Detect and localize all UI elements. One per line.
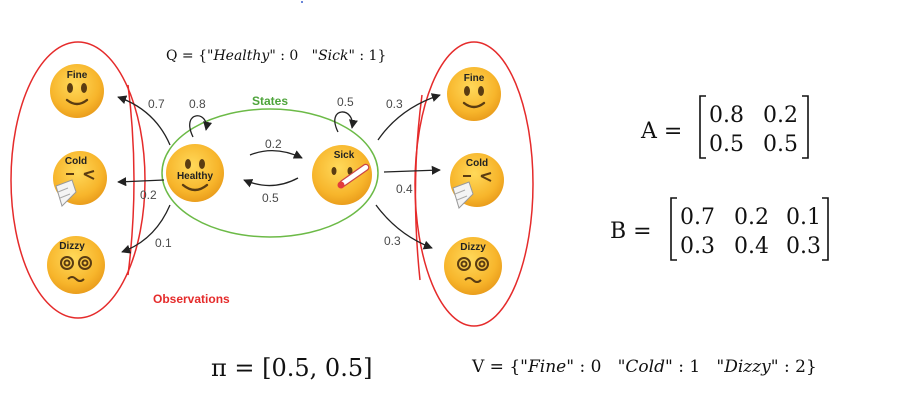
arrow-healthy-self <box>189 115 213 138</box>
dizzy-observation-left: Dizzy <box>47 236 105 294</box>
matrix-b-name: B = <box>610 219 652 244</box>
dizzy-label-right: Dizzy <box>460 242 486 253</box>
pi-equation: π = [0.5, 0.5] <box>211 354 372 382</box>
fine-observation-right: Fine <box>447 67 501 121</box>
cold-observation-right: Cold <box>450 153 504 209</box>
arrow-healthy-fine <box>117 95 171 146</box>
cold-label-right: Cold <box>466 158 488 169</box>
b-r2c3: 0.3 <box>786 234 821 259</box>
arrow-sick-healthy <box>243 177 299 188</box>
b-r1c3: 0.1 <box>786 205 821 230</box>
a-r1c2: 0.2 <box>763 103 798 128</box>
artifact-dot <box>301 1 303 3</box>
observation-divider-right <box>414 94 423 281</box>
arrow-healthy-sick <box>249 150 303 159</box>
prob-healthy-dizzy: 0.1 <box>155 236 172 250</box>
b-r1c1: 0.7 <box>680 205 715 230</box>
states-title: States <box>252 94 288 108</box>
arrow-sick-dizzy <box>375 204 433 250</box>
prob-healthy-fine: 0.7 <box>148 97 165 111</box>
fine-label-left: Fine <box>67 70 88 81</box>
fine-label-right: Fine <box>464 73 485 84</box>
matrix-a: A = 0.8 0.2 0.5 0.5 <box>640 95 809 159</box>
prob-sick-dizzy: 0.3 <box>384 234 401 248</box>
matrix-a-name: A = <box>640 119 682 144</box>
arrow-sick-self <box>334 111 358 133</box>
observations-title: Observations <box>153 292 230 306</box>
fine-observation-left: Fine <box>50 64 104 118</box>
a-r2c2: 0.5 <box>763 132 798 157</box>
arrows <box>117 93 441 254</box>
b-r2c1: 0.3 <box>680 234 715 259</box>
arrow-healthy-cold <box>117 177 165 187</box>
arrow-sick-cold <box>383 165 441 175</box>
prob-healthy-self: 0.8 <box>189 97 206 111</box>
a-r2c1: 0.5 <box>709 132 744 157</box>
v-equation: V = {"Fine" : 0 "Cold" : 1 "Dizzy" : 2} <box>471 357 817 377</box>
cold-observation-left: Cold <box>53 151 107 207</box>
prob-healthy-sick: 0.2 <box>265 137 282 151</box>
sick-state: Sick <box>312 145 372 205</box>
b-r1c2: 0.2 <box>734 205 769 230</box>
healthy-label: Healthy <box>177 171 214 182</box>
prob-sick-healthy: 0.5 <box>262 191 279 205</box>
healthy-state: Healthy <box>166 144 224 202</box>
observation-ring-left <box>10 41 146 319</box>
prob-sick-fine: 0.3 <box>386 97 403 111</box>
dizzy-label-left: Dizzy <box>59 241 85 252</box>
arrow-healthy-dizzy <box>121 204 171 254</box>
prob-sick-self: 0.5 <box>337 95 354 109</box>
a-r1c1: 0.8 <box>709 103 744 128</box>
prob-sick-cold: 0.4 <box>396 182 413 196</box>
arrow-sick-fine <box>377 93 441 141</box>
sick-label: Sick <box>334 150 355 161</box>
state-ring <box>161 108 379 238</box>
prob-healthy-cold: 0.2 <box>140 188 157 202</box>
q-equation: Q = {"Healthy" : 0 "Sick" : 1} <box>166 48 386 64</box>
cold-label-left: Cold <box>65 156 87 167</box>
dizzy-observation-right: Dizzy <box>444 237 502 295</box>
matrix-b: B = 0.7 0.2 0.1 0.3 0.4 0.3 <box>610 197 829 261</box>
b-r2c2: 0.4 <box>734 234 769 259</box>
